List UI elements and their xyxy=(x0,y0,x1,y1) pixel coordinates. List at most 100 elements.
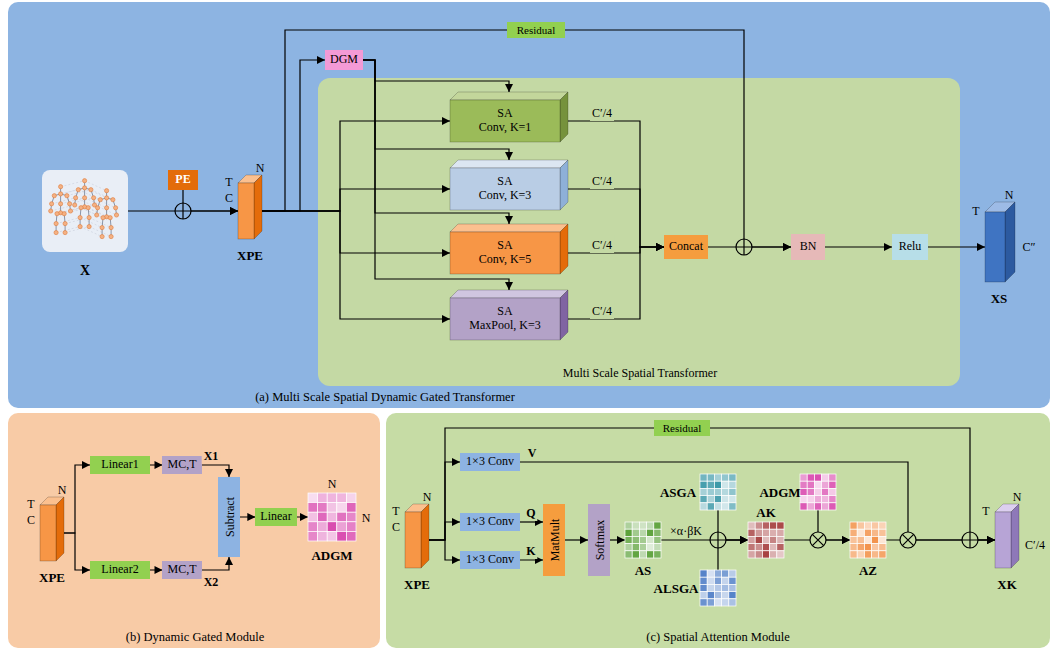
matrix-cell xyxy=(879,536,886,543)
matrix-cell xyxy=(639,544,646,551)
label-holder: ADGM xyxy=(311,546,352,564)
node-text: PE xyxy=(175,173,190,187)
matrix-cell xyxy=(872,522,879,529)
label-holder: ASGA xyxy=(660,483,696,501)
node-text: Residual xyxy=(517,24,556,37)
matrix-cell xyxy=(850,536,857,543)
joint-dot xyxy=(74,196,78,200)
joint-dot xyxy=(68,209,72,213)
matrix-cell xyxy=(707,474,714,481)
operation-box: Subtract xyxy=(218,477,240,557)
side-face xyxy=(560,224,568,274)
temporal-link xyxy=(65,218,89,224)
process-box: MC,T xyxy=(162,456,201,474)
process-box: Linear2 xyxy=(90,561,150,579)
edge-label: C′/4 xyxy=(592,174,612,188)
side-face xyxy=(560,92,568,142)
label-holder: T xyxy=(982,501,989,519)
operator-circle xyxy=(710,532,726,548)
node-text: Relu xyxy=(899,240,922,254)
temporal-link xyxy=(52,198,76,204)
matrix-cell xyxy=(700,577,707,584)
temporal-link xyxy=(56,218,80,224)
process-box: Residual xyxy=(654,420,710,437)
label-holder: T xyxy=(392,501,399,519)
matrix-cell xyxy=(822,488,829,495)
matrix-cell xyxy=(722,570,729,577)
matrix-cell xyxy=(850,551,857,558)
label-holder: T xyxy=(972,201,979,219)
matrix-grid xyxy=(308,493,356,541)
matrix-cell xyxy=(777,529,784,536)
operator-symbol xyxy=(736,239,752,255)
joint-dot xyxy=(49,209,53,213)
matrix-cell xyxy=(777,551,784,558)
node-label: AS xyxy=(635,563,652,578)
label-holder: XPE xyxy=(404,575,430,593)
label-holder: Multi Scale Spatial Transformer xyxy=(563,363,717,381)
matrix-cell xyxy=(647,544,654,551)
process-box: Concat xyxy=(664,235,708,259)
label-holder: N xyxy=(58,480,67,498)
edge-label: C′/4 xyxy=(592,304,612,318)
matrix-cell xyxy=(729,570,736,577)
skeleton-figure xyxy=(42,170,128,252)
matrix-cell xyxy=(632,551,639,558)
joint-dot xyxy=(59,192,63,196)
block-faces xyxy=(405,504,429,568)
operation-box: Softmax xyxy=(588,504,610,576)
node-label: N xyxy=(256,161,265,175)
node-label: N xyxy=(423,490,432,504)
matrix-cell xyxy=(864,529,871,536)
edge-label-holder: C′/4 xyxy=(590,103,614,121)
matrix-cell xyxy=(770,522,777,529)
matrix-cell xyxy=(337,512,347,522)
node-text: BN xyxy=(800,240,817,254)
top-face xyxy=(450,92,568,100)
node-label: N xyxy=(1005,188,1014,202)
matrix-cell xyxy=(770,536,777,543)
label-holder: C xyxy=(27,510,35,528)
matrix-cell xyxy=(872,529,879,536)
matrix-cell xyxy=(777,522,784,529)
matrix-cell xyxy=(318,512,328,522)
joint-dot xyxy=(105,206,109,210)
matrix-cell xyxy=(879,522,886,529)
attention-block: SAConv, K=3 xyxy=(450,160,568,210)
matrix-cell xyxy=(700,488,707,495)
side-face xyxy=(560,290,568,340)
top-face xyxy=(450,290,568,298)
matrix-cell xyxy=(762,522,769,529)
label-holder: T xyxy=(27,494,34,512)
matrix-cell xyxy=(707,599,714,606)
node-label: XK xyxy=(997,577,1017,592)
matrix-cell xyxy=(346,531,356,541)
matrix-cell xyxy=(770,544,777,551)
matrix-cell xyxy=(857,551,864,558)
matrix-cell xyxy=(872,551,879,558)
joint-dot xyxy=(52,194,56,198)
joint-dot xyxy=(63,231,67,235)
block-faces xyxy=(995,504,1019,568)
temporal-link xyxy=(65,227,89,233)
operation-box: MatMult xyxy=(543,504,565,576)
node-text: Softmax xyxy=(593,520,607,561)
process-box: 1×3 Conv xyxy=(460,513,520,531)
connector-line xyxy=(520,521,543,522)
matrix-cell xyxy=(864,536,871,543)
matrix-cell xyxy=(639,522,646,529)
node-label: X xyxy=(80,263,90,278)
matrix-cell xyxy=(632,544,639,551)
front-face xyxy=(450,232,560,274)
edge-label-holder: C′/4 xyxy=(590,171,614,189)
matrix-cell xyxy=(800,488,807,495)
edge-label-holder: X1 xyxy=(202,446,221,464)
front-face xyxy=(238,183,254,239)
joint-dot xyxy=(105,196,109,200)
operator-symbol xyxy=(900,532,916,548)
node-label: (a) Multi Scale Spatial Dynamic Gated Tr… xyxy=(255,390,515,404)
matrix-cell xyxy=(777,536,784,543)
matrix-cell xyxy=(714,496,721,503)
text-holder: SAConv, K=1 xyxy=(450,100,560,142)
node-label: AZ xyxy=(859,563,877,578)
